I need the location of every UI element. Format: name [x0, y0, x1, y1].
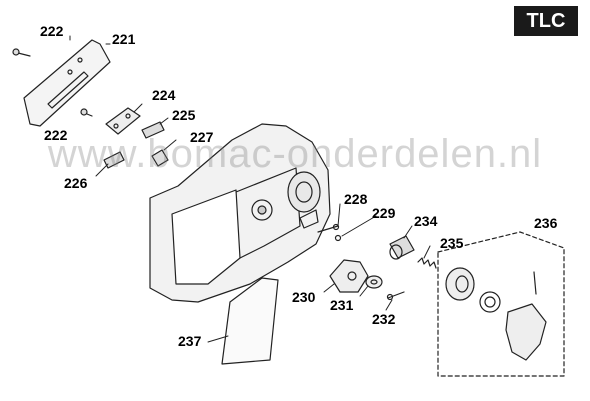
part-229-washer [334, 234, 342, 242]
label-236: 236 [534, 215, 558, 231]
part-222-screw-top [12, 48, 31, 57]
part-234-bushing [389, 235, 415, 260]
label-229: 229 [372, 205, 396, 221]
label-227: 227 [190, 129, 214, 145]
label-226: 226 [64, 175, 88, 191]
label-222-bottom: 222 [44, 127, 68, 143]
label-222-top: 222 [40, 23, 64, 39]
part-221-guide-plate [23, 39, 111, 127]
label-232: 232 [372, 311, 396, 327]
sprocket-cover-housing [149, 123, 331, 303]
part-232-screw [386, 291, 405, 301]
part-222-screw-bottom [80, 108, 93, 117]
part-224-plate [105, 107, 141, 135]
label-234: 234 [414, 213, 438, 229]
part-235-spring [417, 257, 437, 269]
label-225: 225 [172, 107, 196, 123]
watermark: www.bomac-onderdelen.nl [47, 132, 543, 176]
tlc-badge: TLC [514, 6, 578, 36]
leader-lines [69, 35, 431, 343]
part-225-pin [141, 121, 165, 139]
part-236-group-frame [437, 231, 565, 377]
label-235: 235 [440, 235, 464, 251]
label-231: 231 [330, 297, 354, 313]
label-237: 237 [178, 333, 202, 349]
part-231-washer [365, 275, 383, 289]
label-221: 221 [112, 31, 136, 47]
part-237-panel [221, 277, 279, 365]
part-230-cam [329, 259, 369, 293]
part-228-screw [317, 223, 340, 233]
part-236-chain-tensioner [445, 267, 547, 361]
label-230: 230 [292, 289, 316, 305]
label-228: 228 [344, 191, 368, 207]
label-224: 224 [152, 87, 176, 103]
part-227-sleeve [151, 149, 169, 167]
